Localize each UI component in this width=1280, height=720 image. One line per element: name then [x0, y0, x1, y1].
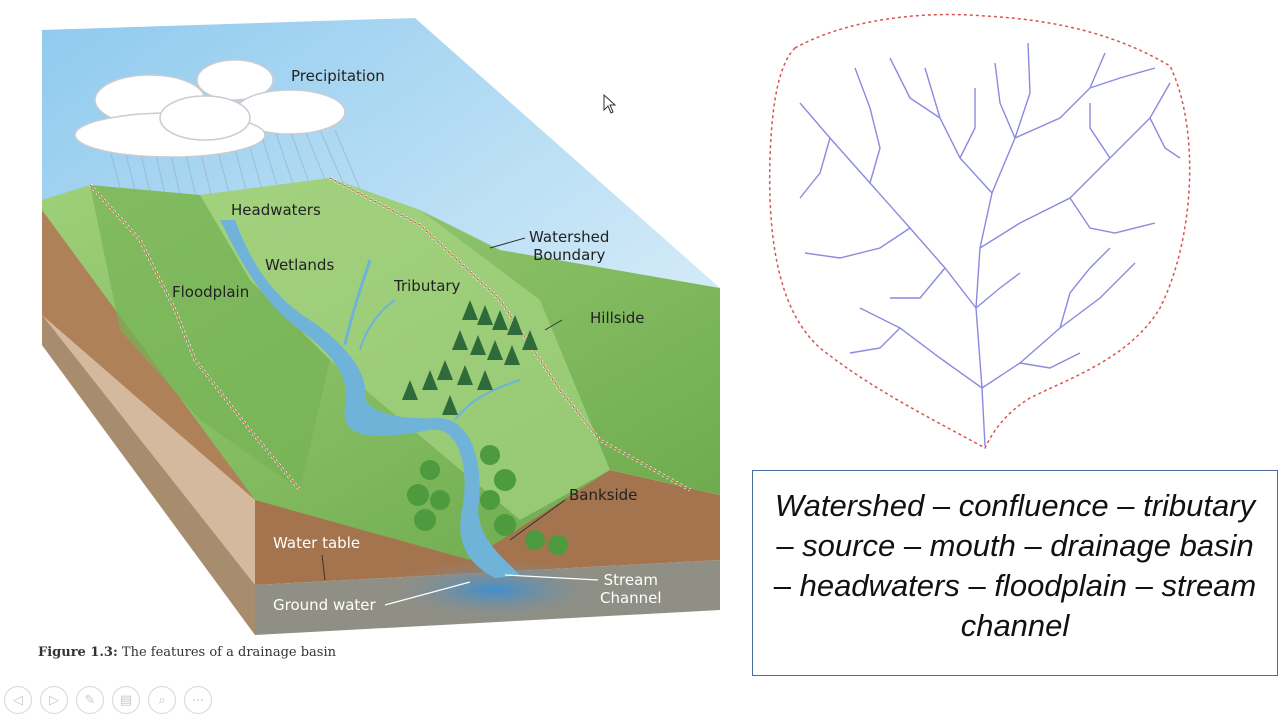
label-tributary: Tributary — [394, 277, 461, 295]
figure-caption-text: The features of a drainage basin — [117, 645, 336, 660]
label-bankside: Bankside — [569, 486, 638, 504]
slideshow-toolbar: ◁ ▷ ✎ ▤ ⌕ ⋯ — [4, 686, 212, 714]
next-icon: ▷ — [49, 692, 59, 708]
vocabulary-list: Watershed – confluence – tributary – sou… — [773, 488, 1257, 643]
drainage-basin-network-drawing — [768, 13, 1191, 450]
label-stream-channel-line1: Stream — [603, 571, 658, 589]
more-options-button[interactable]: ⋯ — [184, 686, 212, 714]
label-wetlands: Wetlands — [265, 256, 335, 274]
pen-icon: ✎ — [84, 692, 96, 708]
label-ground-water: Ground water — [273, 596, 376, 614]
label-watershed-boundary: Watershed Boundary — [529, 228, 609, 264]
zoom-button[interactable]: ⌕ — [148, 686, 176, 714]
label-stream-channel: Stream Channel — [600, 571, 662, 607]
pen-tool-button[interactable]: ✎ — [76, 686, 104, 714]
slides-icon: ▤ — [119, 692, 133, 708]
stream-network — [799, 42, 1181, 447]
mouse-pointer-icon — [603, 94, 617, 114]
label-hillside: Hillside — [590, 309, 645, 327]
label-headwaters: Headwaters — [231, 201, 321, 219]
next-slide-button[interactable]: ▷ — [40, 686, 68, 714]
basin-boundary — [768, 13, 1191, 450]
vocabulary-box: Watershed – confluence – tributary – sou… — [752, 470, 1278, 676]
label-precipitation: Precipitation — [291, 67, 385, 85]
previous-icon: ◁ — [13, 692, 23, 708]
more-icon: ⋯ — [191, 692, 205, 708]
zoom-icon: ⌕ — [158, 692, 166, 708]
label-floodplain: Floodplain — [172, 283, 250, 301]
label-watershed-boundary-line1: Watershed — [529, 228, 610, 246]
label-stream-channel-line2: Channel — [600, 589, 662, 607]
previous-slide-button[interactable]: ◁ — [4, 686, 32, 714]
label-water-table: Water table — [273, 534, 361, 552]
figure-caption: Figure 1.3: The features of a drainage b… — [38, 645, 336, 660]
label-watershed-boundary-line2: Boundary — [533, 246, 606, 264]
see-all-slides-button[interactable]: ▤ — [112, 686, 140, 714]
figure-caption-prefix: Figure 1.3: — [38, 645, 118, 660]
drainage-basin-illustration — [42, 18, 720, 635]
